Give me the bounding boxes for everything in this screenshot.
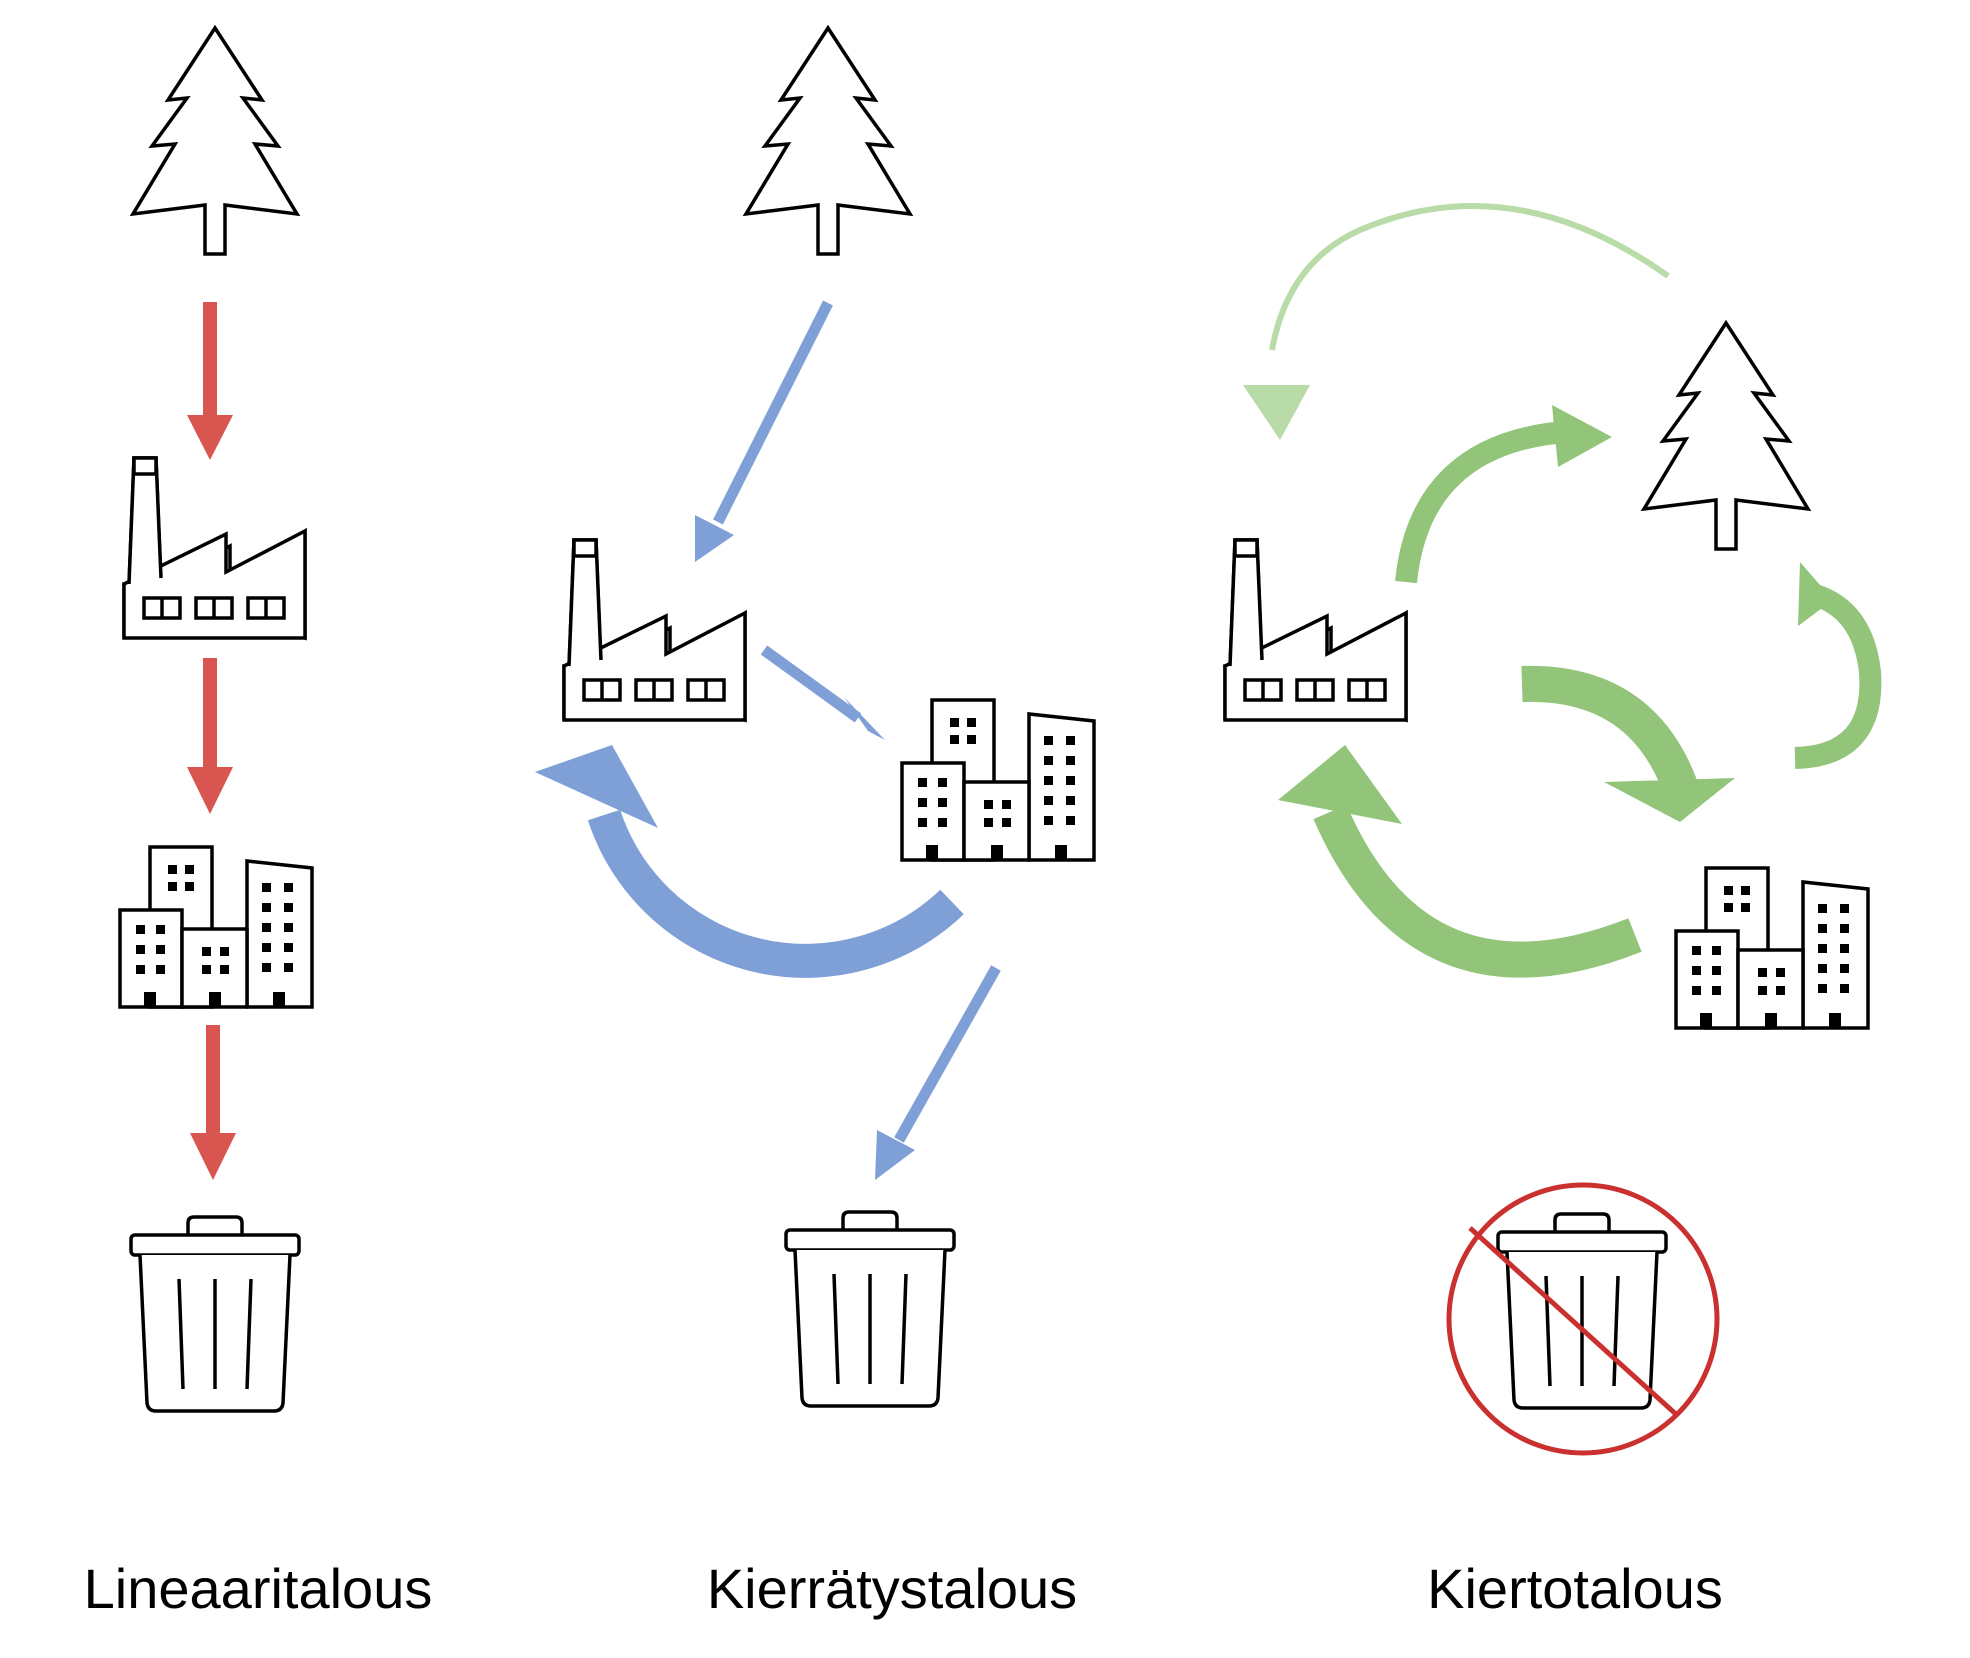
trash-can-icon bbox=[784, 1210, 956, 1408]
arrow-factory-to-buildings bbox=[187, 658, 233, 814]
trash-can-icon bbox=[1496, 1212, 1668, 1410]
arrow-tree-to-factory bbox=[695, 300, 833, 562]
buildings-icon bbox=[118, 845, 314, 1009]
panel-circular bbox=[1223, 202, 1882, 1456]
arrow-factory-to-tree bbox=[1395, 405, 1612, 584]
buildings-icon bbox=[1674, 866, 1870, 1030]
panel-linear bbox=[118, 26, 314, 1413]
caption-circular: Kiertotalous bbox=[1427, 1557, 1723, 1620]
arrow-factory-to-buildings bbox=[1521, 665, 1735, 822]
arrow-buildings-to-factory bbox=[1278, 745, 1642, 978]
trash-can-icon bbox=[129, 1215, 301, 1413]
arrow-tree-loop-right bbox=[1794, 562, 1882, 769]
arrow-factory-to-buildings bbox=[760, 645, 885, 740]
caption-recycling: Kierrätystalous bbox=[706, 1557, 1078, 1620]
panel-recycling bbox=[535, 26, 1096, 1408]
arrow-recycle-loop bbox=[535, 745, 964, 978]
tree-icon bbox=[1642, 321, 1810, 551]
tree-icon bbox=[131, 26, 299, 256]
caption-linear: Lineaaritalous bbox=[83, 1557, 433, 1620]
arrow-buildings-to-trash bbox=[190, 1025, 236, 1180]
prohibited-icon bbox=[1446, 1182, 1720, 1456]
arrow-buildings-to-trash bbox=[875, 965, 1001, 1180]
prohibited-trash bbox=[1446, 1182, 1720, 1456]
buildings-icon bbox=[900, 698, 1096, 862]
arrow-tree-to-factory bbox=[187, 302, 233, 460]
tree-icon bbox=[744, 26, 912, 256]
factory-icon bbox=[122, 456, 307, 640]
factory-icon bbox=[1223, 538, 1408, 722]
factory-icon bbox=[562, 538, 747, 722]
prohibited-slash bbox=[1468, 1226, 1680, 1418]
arrow-buildings-to-tree-light bbox=[1243, 202, 1670, 440]
